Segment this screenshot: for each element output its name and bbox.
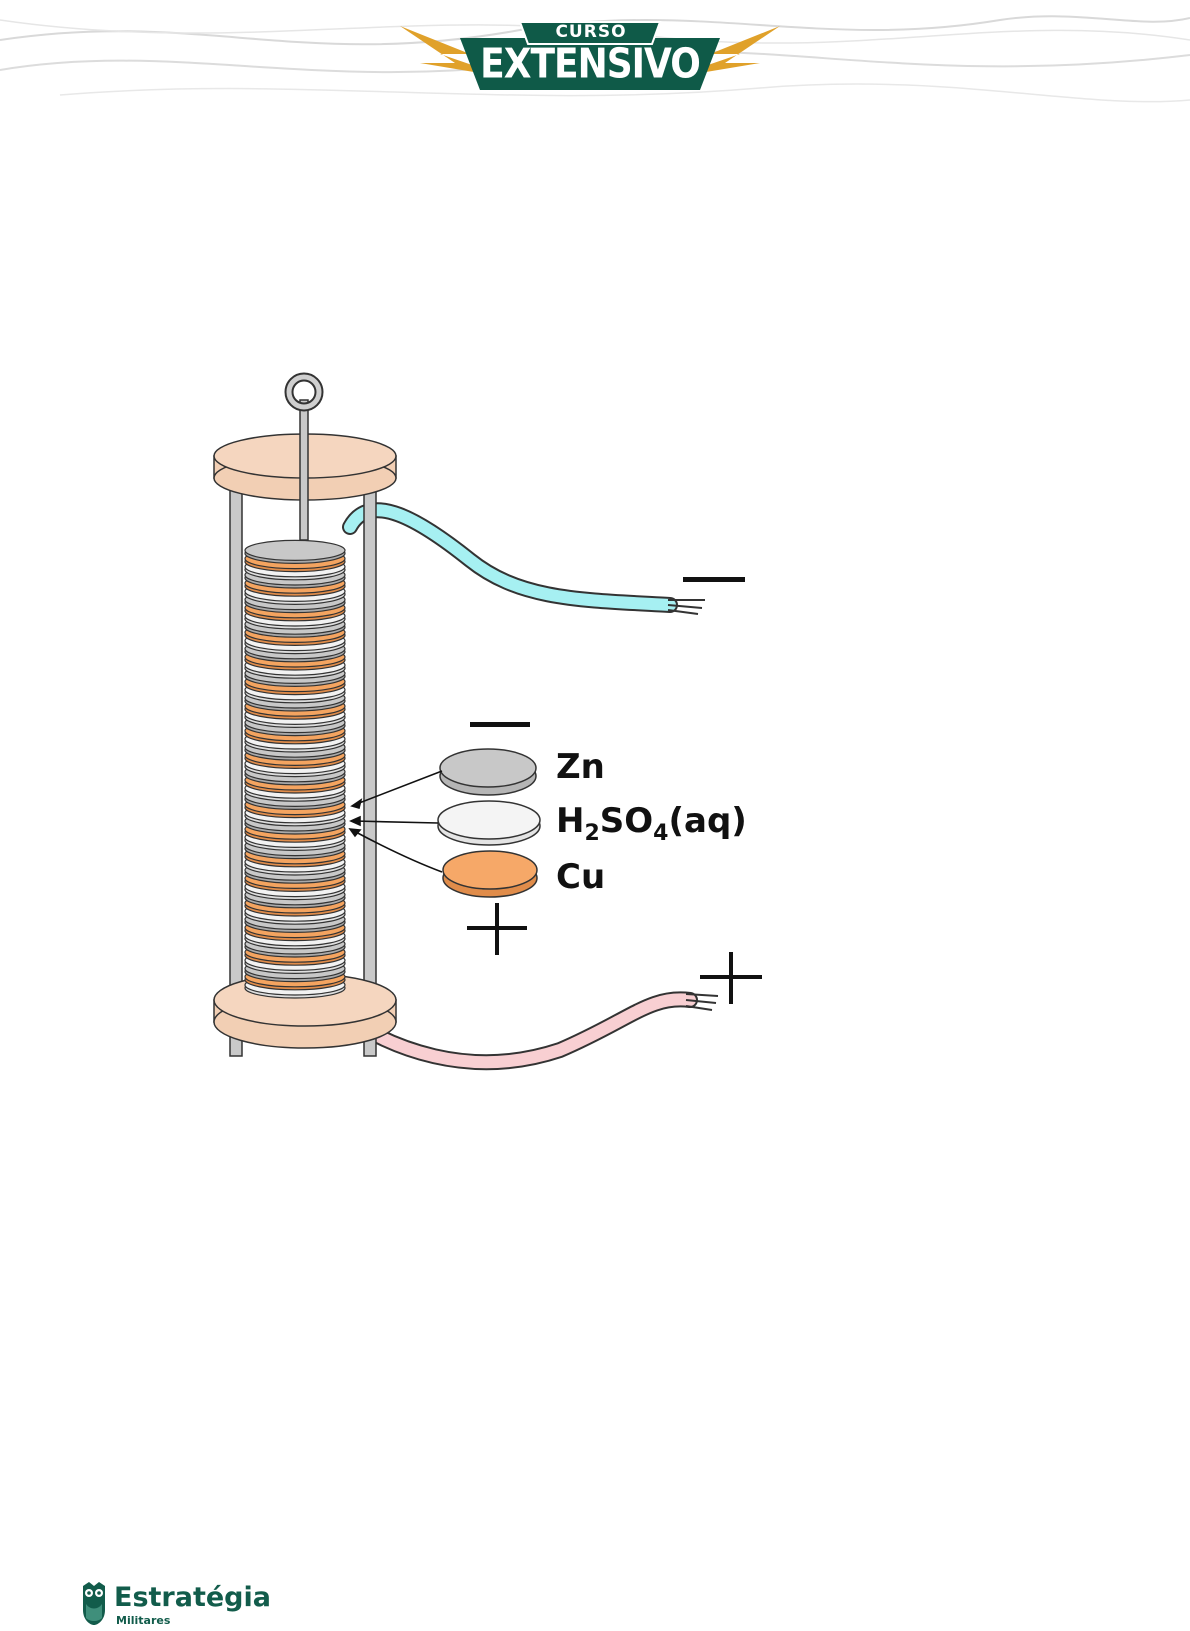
disc-zinc bbox=[245, 540, 345, 563]
electrolyte-disc-legend bbox=[438, 801, 540, 845]
top-screw bbox=[300, 400, 308, 540]
zinc-disc-legend bbox=[440, 749, 536, 795]
terminal-negative-text: — bbox=[683, 555, 684, 556]
copper-label: Cu bbox=[556, 860, 605, 894]
negative-wire bbox=[350, 510, 670, 605]
electrolyte-sub1: 2 bbox=[584, 821, 599, 846]
right-rod bbox=[364, 478, 376, 1056]
electrolyte-so: SO bbox=[600, 801, 653, 841]
electrolyte-sub2: 4 bbox=[653, 821, 668, 846]
owl-icon bbox=[80, 1580, 108, 1626]
legend-plus-text: + bbox=[470, 905, 471, 906]
terminal-negative-sign bbox=[683, 577, 745, 582]
terminal-positive-text: + bbox=[700, 955, 701, 956]
electrolyte-aq: (aq) bbox=[668, 801, 746, 841]
brand-name: Estratégia bbox=[114, 1582, 271, 1613]
estrategia-brand: Estratégia Militares bbox=[80, 1580, 300, 1626]
electrolyte-label: H2SO4(aq) bbox=[556, 804, 747, 838]
copper-disc-legend bbox=[443, 851, 537, 897]
legend-minus-sign bbox=[470, 722, 530, 727]
zinc-label: Zn bbox=[556, 750, 605, 784]
disc-stack bbox=[245, 540, 345, 998]
brand-subtitle: Militares bbox=[116, 1614, 170, 1627]
legend-minus-text: — bbox=[470, 698, 471, 699]
legend-plus-sign bbox=[467, 903, 527, 955]
left-rod bbox=[230, 478, 242, 1056]
electrolyte-h: H bbox=[556, 801, 584, 841]
